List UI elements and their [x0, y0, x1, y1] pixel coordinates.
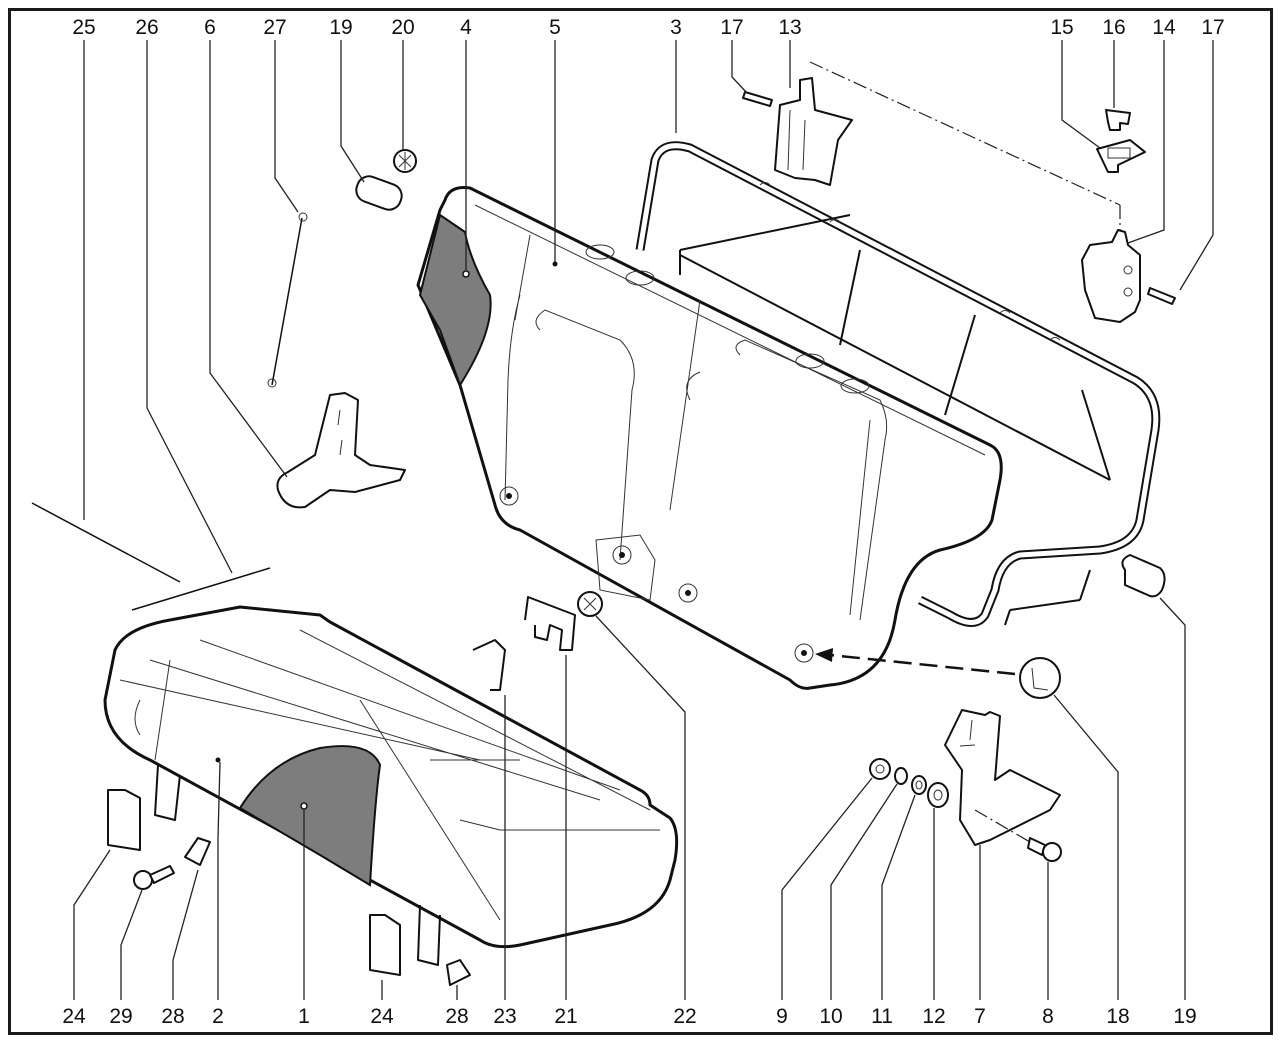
part-16-cap — [1105, 109, 1131, 131]
callout-label-28: 28 — [161, 1005, 184, 1028]
part-11-washer — [911, 775, 927, 795]
callout-label-2: 2 — [212, 1005, 224, 1028]
callout-label-25: 25 — [72, 16, 95, 39]
part-15-guide — [1096, 139, 1146, 173]
part-22-cover — [577, 591, 603, 617]
callout-label-23: 23 — [493, 1005, 516, 1028]
callout-label-21: 21 — [554, 1005, 577, 1028]
part-21-clip — [524, 596, 576, 651]
arrow-head-icon — [815, 648, 833, 662]
part-25-strap — [31, 502, 181, 583]
callout-label-5: 5 — [549, 16, 561, 39]
part-17-screw-right — [1147, 287, 1176, 305]
callout-label-17: 17 — [1201, 16, 1224, 39]
callout-label-10: 10 — [819, 1005, 842, 1028]
callout-label-15: 15 — [1050, 16, 1073, 39]
part-17-screw-left — [742, 91, 773, 107]
part-10-lockwasher — [894, 767, 908, 785]
callout-label-28: 28 — [445, 1005, 468, 1028]
part-12-washer — [927, 782, 949, 808]
callout-label-19: 19 — [329, 16, 352, 39]
part-19-plug-top — [355, 175, 403, 211]
part-29-bolt — [133, 865, 175, 890]
callout-label-11: 11 — [871, 1005, 893, 1028]
callout-label-26: 26 — [135, 16, 158, 39]
assembly-arrow-line — [829, 653, 1016, 676]
part-3-seatback-frame — [635, 141, 1161, 627]
callout-label-18: 18 — [1106, 1005, 1129, 1028]
callout-label-4: 4 — [460, 16, 472, 39]
part-7-hinge — [944, 709, 1061, 846]
part-9-nut — [869, 758, 891, 780]
alignment-line — [809, 61, 1121, 230]
part-13-latch — [774, 77, 853, 186]
part-28-clip-right — [446, 959, 471, 986]
part-2-seat-cushion — [103, 605, 679, 966]
seat-hook-brackets — [154, 764, 441, 966]
part-26-strap — [131, 567, 271, 611]
part-23-hook — [472, 639, 506, 691]
bottom-callouts: 24 29 28 2 1 24 28 23 21 22 9 10 11 12 7… — [62, 1005, 1196, 1028]
bolt-axis-line — [974, 809, 1031, 843]
part-5-seatback — [416, 186, 1003, 690]
part-14-latch — [1081, 229, 1141, 323]
part-18-cover — [1019, 657, 1061, 699]
callout-label-19: 19 — [1173, 1005, 1196, 1028]
anchor-grommets — [585, 244, 870, 394]
part-20-grommet — [393, 149, 417, 173]
callout-label-6: 6 — [204, 16, 216, 39]
part-28-clip-left — [184, 837, 211, 866]
part-8-bolt — [1027, 837, 1062, 862]
callout-target-dots — [215, 261, 558, 810]
callout-label-8: 8 — [1042, 1005, 1054, 1028]
callout-label-24: 24 — [370, 1005, 394, 1028]
diagram-frame — [8, 8, 1273, 1035]
callout-label-9: 9 — [776, 1005, 788, 1028]
callout-label-3: 3 — [670, 16, 682, 39]
part-19-plug-right — [1121, 554, 1166, 598]
part-24-cover-right — [369, 914, 401, 976]
callout-label-27: 27 — [263, 16, 286, 39]
callout-label-1: 1 — [298, 1005, 310, 1028]
callout-label-7: 7 — [974, 1005, 986, 1028]
callout-label-20: 20 — [391, 16, 414, 39]
part-6-hinge-bracket — [276, 392, 406, 509]
top-callouts: 25 26 6 27 19 20 4 5 3 17 13 15 16 14 17 — [72, 16, 1224, 39]
callout-label-22: 22 — [673, 1005, 696, 1028]
leader-lines — [73, 40, 1214, 1000]
callout-label-12: 12 — [922, 1005, 945, 1028]
part-24-cover-left — [107, 789, 141, 851]
part-27-strap — [267, 212, 308, 388]
callout-label-29: 29 — [109, 1005, 132, 1028]
callout-label-16: 16 — [1102, 16, 1125, 39]
callout-label-24: 24 — [62, 1005, 86, 1028]
callout-label-17: 17 — [720, 16, 743, 39]
callout-label-13: 13 — [778, 16, 801, 39]
callout-label-14: 14 — [1152, 16, 1176, 39]
